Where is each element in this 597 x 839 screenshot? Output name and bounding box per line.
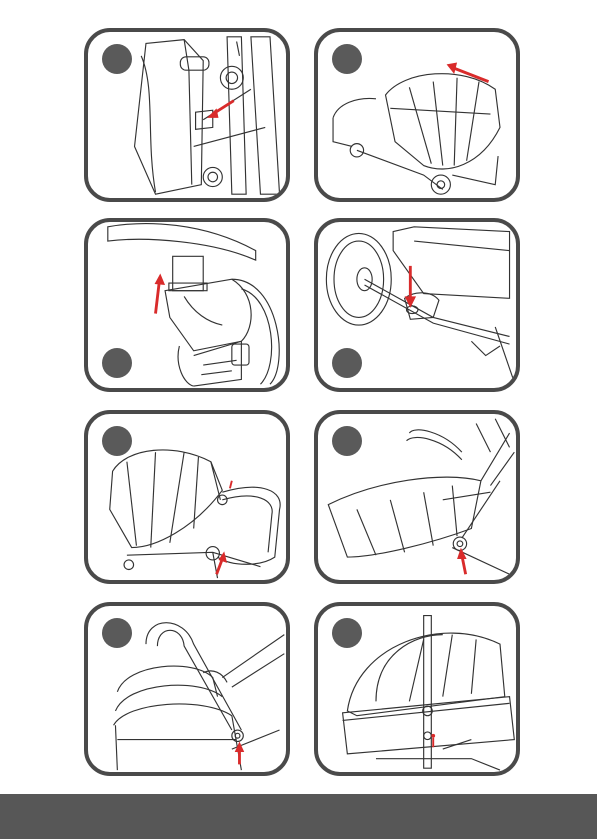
direction-arrow-icon: [447, 63, 489, 82]
page-footer-bar: [0, 794, 597, 839]
direction-arrow-icon: [405, 266, 416, 308]
step-badge-6: [332, 426, 362, 456]
instruction-panel-6: [314, 410, 520, 584]
instruction-panel-1: [84, 28, 290, 202]
step-badge-2: [332, 44, 362, 74]
direction-arrow-icon: [155, 274, 165, 314]
instruction-panel-2: [314, 28, 520, 202]
step-badge-8: [332, 618, 362, 648]
step-badge-5: [102, 426, 132, 456]
step-badge-1: [102, 44, 132, 74]
direction-arrow-icon: [457, 548, 467, 575]
instruction-panel-7: [84, 602, 290, 776]
instruction-panel-3: [84, 218, 290, 392]
direction-arrow-icon: [431, 734, 435, 747]
step-badge-3: [102, 348, 132, 378]
instruction-panel-5: [84, 410, 290, 584]
step-badge-7: [102, 618, 132, 648]
instruction-panel-4: [314, 218, 520, 392]
instruction-panel-8: [314, 602, 520, 776]
step-badge-4: [332, 348, 362, 378]
